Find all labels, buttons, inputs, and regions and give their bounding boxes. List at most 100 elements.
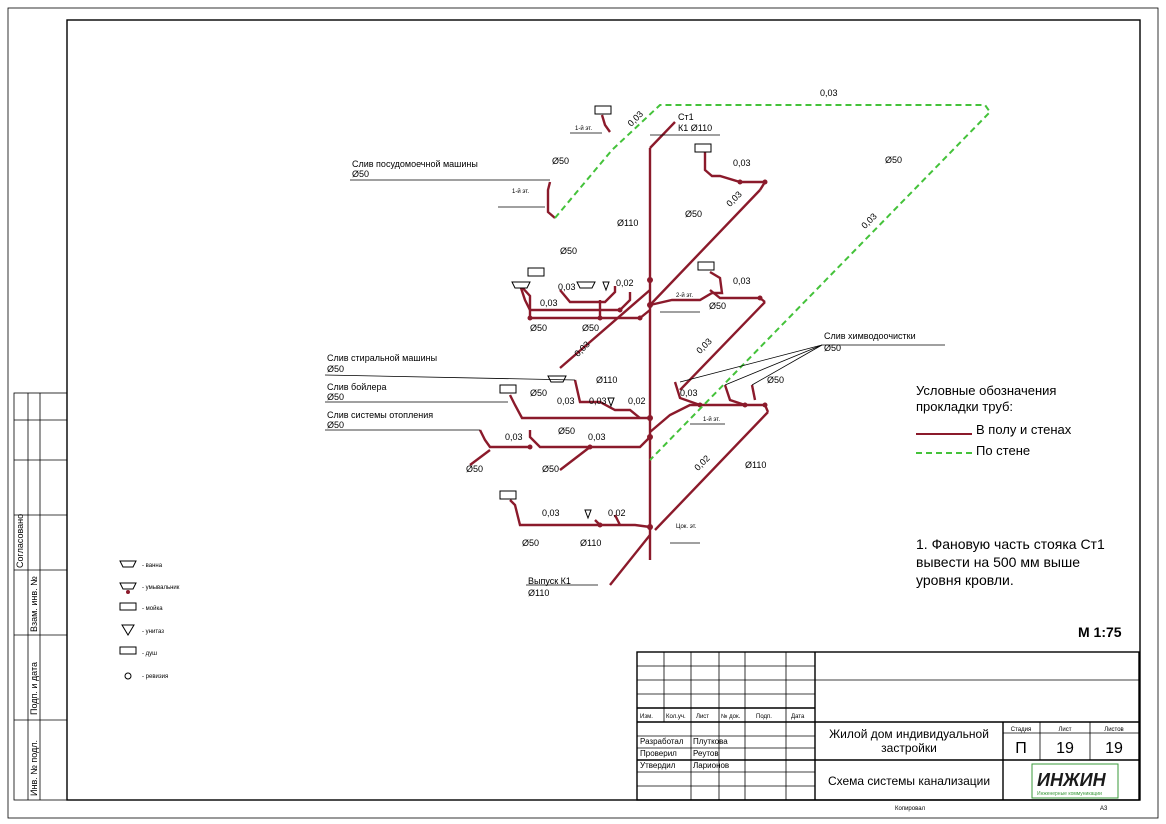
tb-col-header: Кол.уч. (666, 714, 686, 720)
legend-item: - ванна (142, 563, 163, 569)
pipe-legend: Условные обозначения прокладки труб: В п… (916, 383, 1072, 458)
note: 1. Фановую часть стояка Ст1 вывести на 5… (916, 536, 1105, 588)
side-inv-orig: Инв. № подл. (29, 740, 39, 796)
tb-role: Проверил (640, 749, 677, 758)
pipe-fittings (527, 179, 768, 530)
side-sign-date: Подп. и дата (29, 662, 39, 715)
diameter: Ø110 (596, 375, 617, 385)
slope-003: 0,03 (733, 276, 751, 286)
symbol-legend: - ванна - умывальник - мойка - унитаз - … (119, 560, 180, 680)
level-mark: 1-й эт. (703, 416, 720, 423)
tb-format: А3 (1100, 806, 1108, 812)
toilet-icon (602, 281, 610, 292)
title-block: Изм. Кол.уч. Лист № док. Подп. Дата Разр… (636, 651, 1140, 812)
toilet-icon (121, 624, 135, 636)
branch-basement (509, 499, 651, 529)
label-heating: Слив системы отопления (327, 410, 433, 420)
slope-003: 0,03 (733, 158, 751, 168)
diameter: Ø50 (530, 388, 547, 398)
logo-sub: Инженерные коммуникации (1037, 791, 1102, 797)
slope-002: 0,02 (628, 396, 646, 406)
branch-dish-top (600, 114, 611, 133)
diameter: Ø50 (558, 426, 575, 436)
branch-2f-sinks (518, 284, 632, 312)
note-line2: вывести на 500 мм выше (916, 554, 1080, 570)
diameter: Ø50 (522, 538, 539, 548)
branch-2f-top (703, 150, 768, 191)
label-washing-d: Ø50 (327, 364, 344, 374)
legend-item: - ревизия (142, 674, 168, 680)
branch-1f-d50 (469, 449, 491, 466)
sink-icon (697, 261, 715, 271)
bath-icon (119, 560, 137, 568)
branch-right-diag (679, 301, 766, 391)
shower-icon (527, 267, 545, 277)
riser-name: Ст1 (678, 112, 694, 122)
tb-role: Разработал (640, 737, 684, 746)
diameter: Ø50 (767, 375, 784, 385)
riser-spec: К1 Ø110 (678, 123, 712, 133)
diameter: Ø50 (466, 464, 483, 474)
tb-copied: Копировал (895, 806, 926, 812)
toilet-icon (584, 509, 592, 520)
sink-icon (119, 602, 137, 611)
level-mark: Цок. эт. (676, 524, 697, 530)
tb-sheets-h: Листов (1104, 727, 1124, 733)
sink-icon (694, 143, 712, 153)
branch-1f-d50b (559, 446, 591, 471)
tb-project: Жилой дом индивидуальной (829, 727, 989, 741)
washbasin-icon (576, 281, 596, 289)
diameter: Ø110 (580, 538, 601, 548)
branch-2f-bath (519, 284, 600, 320)
label-dishwasher: Слив посудомоечной машины (352, 159, 478, 169)
side-stamp: Согласовано Взам. инв. № Подп. и дата Ин… (13, 392, 68, 801)
slope-003: 0,03 (694, 336, 713, 355)
legend-item: - унитаз (142, 629, 164, 635)
tb-sheets: 19 (1105, 740, 1123, 757)
tb-person: Плуткова (693, 737, 728, 746)
tb-col-header: Лист (696, 714, 709, 720)
branch-basement-b (613, 514, 622, 526)
branch-2f-diag (649, 189, 761, 306)
fixtures (499, 105, 715, 520)
branch-1f-main (528, 430, 651, 449)
slope-002: 0,02 (692, 453, 711, 472)
slope-003: 0,03 (588, 432, 606, 442)
tb-person: Ларионов (693, 761, 729, 770)
label-outlet-d: Ø110 (528, 588, 549, 598)
logo-text: ИНЖИН (1037, 770, 1107, 790)
branch-1f-right-c (750, 384, 757, 401)
legend-vent-label: По стене (976, 443, 1030, 458)
tb-col-header: Подп. (756, 714, 772, 720)
tb-col-header: Дата (791, 714, 805, 720)
cleanout-icon (124, 672, 132, 680)
branch-1f-right (649, 403, 770, 433)
diameter: Ø110 (745, 460, 766, 470)
slope-003: 0,03 (540, 298, 558, 308)
branch-2f-down (559, 289, 651, 369)
tb-person: Реутов (693, 749, 719, 758)
tb-sheet-h: Лист (1058, 727, 1071, 733)
diameter: Ø50 (582, 323, 599, 333)
label-washing: Слив стиральной машины (327, 353, 437, 363)
washbasin-icon (119, 582, 137, 590)
branch-dishwasher (546, 181, 556, 219)
slope-003: 0,03 (680, 388, 698, 398)
outer-border (7, 7, 1159, 819)
label-boiler: Слив бойлера (327, 382, 387, 392)
washbasin-icon (547, 375, 567, 383)
legend-item: - душ (142, 651, 157, 657)
scale: М 1:75 (1078, 624, 1122, 640)
level-mark: 1-й эт. (512, 188, 529, 195)
label-heating-d: Ø50 (327, 420, 344, 430)
slope-003: 0,03 (505, 432, 523, 442)
sewer-network (469, 114, 770, 586)
washbasin-icon (511, 281, 531, 289)
side-replace-inv: Взам. инв. № (29, 576, 39, 632)
branch-2f-right2 (709, 289, 766, 303)
shower-icon (119, 646, 137, 655)
branch-1f-right-a (673, 381, 701, 407)
label-outlet: Выпуск К1 (528, 576, 571, 586)
diameter: Ø50 (560, 246, 577, 256)
vent-network (554, 104, 992, 461)
